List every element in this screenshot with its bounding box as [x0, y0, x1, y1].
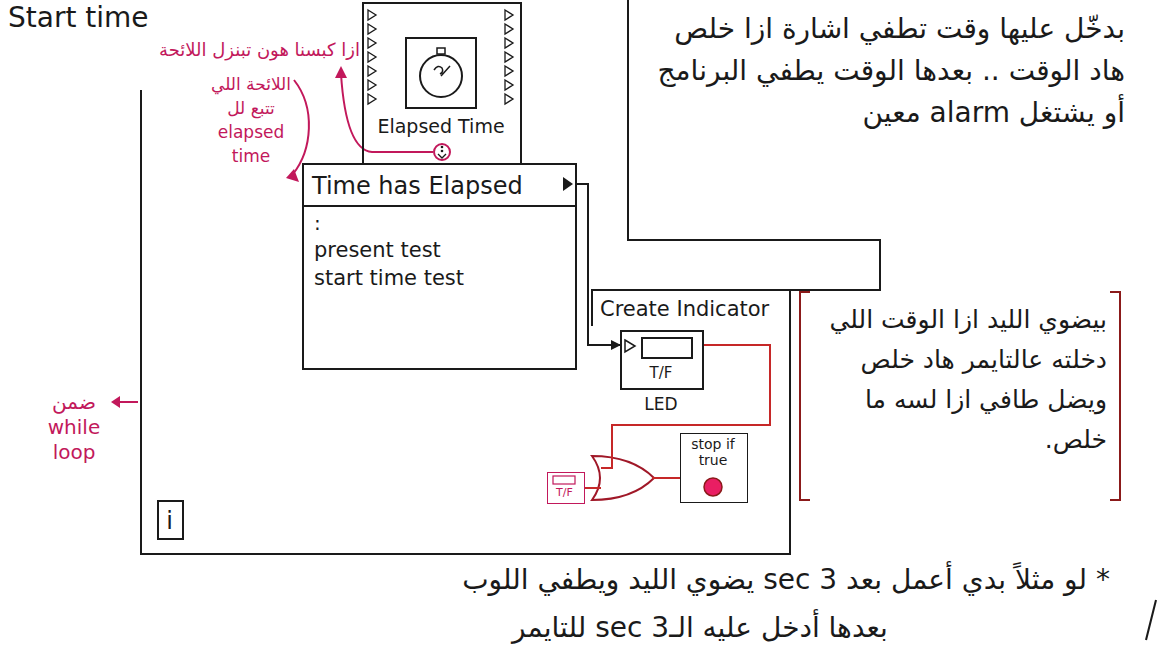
arrow-head — [111, 396, 120, 408]
leader-arrow — [341, 74, 433, 152]
loop-note: ضمن while loop — [38, 390, 110, 465]
indicator-name: LED — [622, 394, 700, 415]
iteration-symbol: i — [159, 506, 180, 536]
heading-note: Start time — [8, 0, 149, 35]
bracket — [1110, 292, 1120, 500]
wire — [601, 345, 770, 478]
express-vi-icon: Elapsed Time — [362, 2, 522, 165]
annotation: اللائحة اللي تتبع لل elapsed time — [210, 72, 292, 168]
type-tag: T/F — [622, 364, 700, 383]
bracket — [800, 292, 810, 500]
note-text: بدخّل عليها وقت تطفي اشارة ازا خلص هاد ا… — [645, 8, 1125, 134]
wire — [585, 478, 680, 488]
terminal-name: stop if true — [682, 436, 744, 468]
vi-icon-drawing — [364, 4, 518, 163]
loop-right-edge — [789, 290, 791, 555]
type-tag: T/F — [548, 486, 581, 500]
arrow-head — [335, 66, 347, 78]
output-terminal — [563, 177, 573, 191]
arrow-head — [286, 169, 299, 182]
terminal-list: Time has Elapsed:present teststart time … — [302, 163, 577, 370]
note-text: بعدها أدخل عليه الـ3 sec للتايمر — [380, 608, 1020, 648]
stop-terminal: stop if true — [680, 433, 748, 503]
list-divider — [304, 205, 575, 207]
led-indicator: T/FLED — [620, 330, 704, 390]
list-item: present test — [314, 237, 441, 263]
note-text: * لو مثلاً بدي أعمل بعد 3 sec يضوي الليد… — [320, 560, 1110, 600]
boolean-control: T/F — [547, 472, 585, 504]
iteration-terminal: i — [157, 500, 184, 540]
list-dots: : — [314, 211, 321, 236]
leader-arrow — [118, 401, 138, 403]
menu-item: Create Indicator — [600, 296, 769, 322]
annotation: ازا كبسنا هون تبنزل اللائحة — [110, 38, 360, 61]
pen-stroke — [1146, 600, 1156, 640]
frame-line — [592, 0, 880, 326]
vi-name: Elapsed Time — [364, 114, 518, 138]
list-item: start time test — [314, 265, 464, 291]
list-heading: Time has Elapsed — [312, 171, 523, 201]
note-text: بيضوي الليد ازا الوقت اللي دخلته عالتايم… — [815, 300, 1107, 460]
leader-arrow — [293, 80, 309, 174]
or-gate — [592, 456, 654, 500]
